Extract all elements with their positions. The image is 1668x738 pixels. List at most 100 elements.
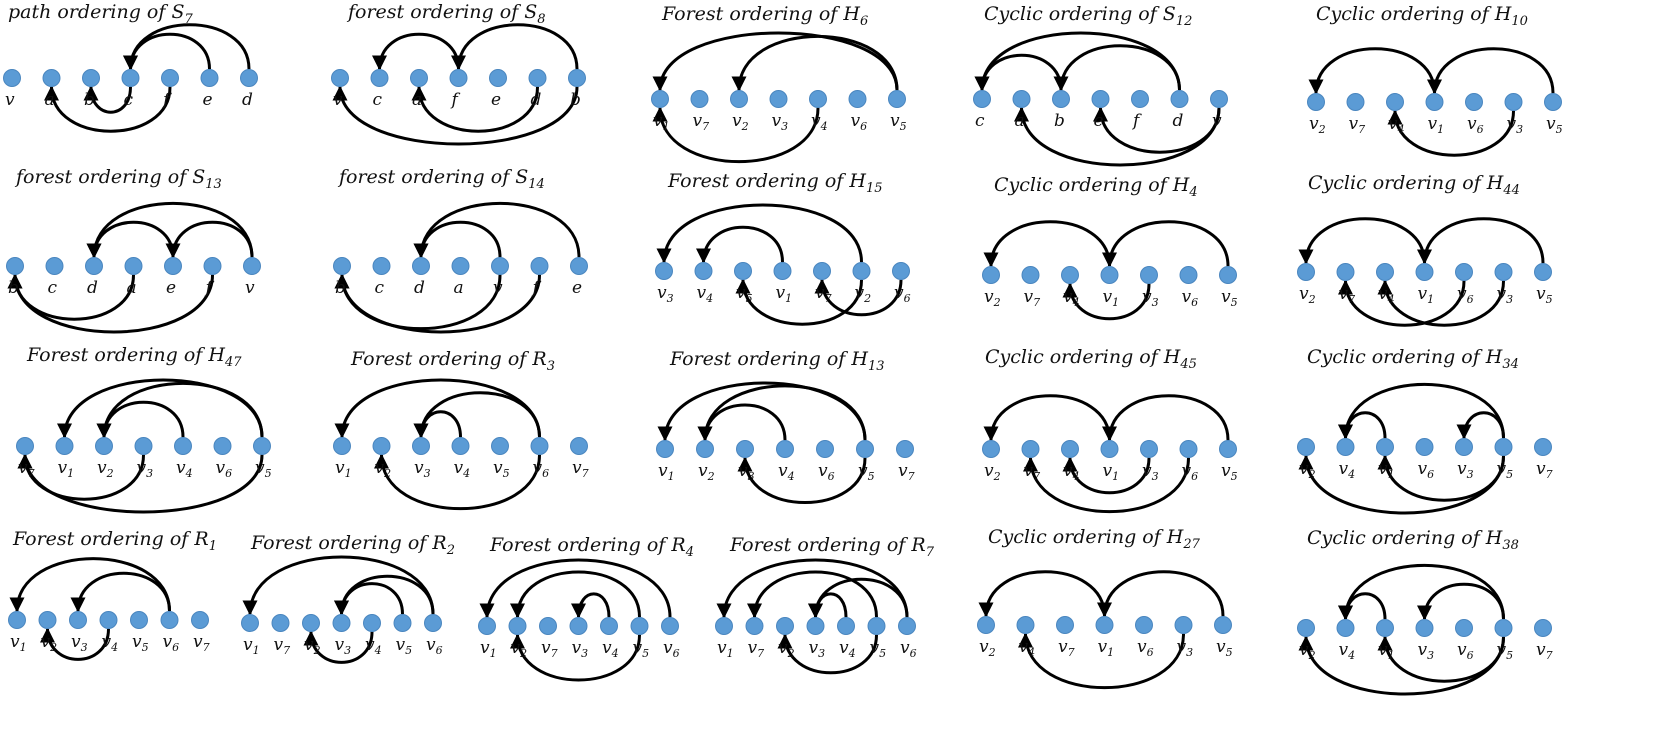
vertex-label: v3 bbox=[1457, 459, 1474, 481]
vertex-node bbox=[372, 257, 391, 275]
vertex-label: v7 bbox=[1024, 287, 1041, 309]
vertex-label: v1 bbox=[658, 461, 675, 483]
vertex-label: v1 bbox=[1378, 640, 1395, 662]
vertex-label: b bbox=[8, 278, 19, 298]
vertex-label: v7 bbox=[572, 458, 589, 480]
ordering-edge bbox=[1018, 632, 1185, 690]
ordering-edge bbox=[978, 570, 1106, 618]
ordering-edge bbox=[1387, 109, 1515, 157]
vertex-node bbox=[410, 69, 428, 87]
vertex-node bbox=[1012, 90, 1031, 108]
ordering-edge bbox=[814, 278, 903, 317]
vertex-label: v7 bbox=[1536, 459, 1553, 481]
vertex-node bbox=[200, 69, 219, 87]
panel-title: Forest ordering of R2 bbox=[250, 532, 455, 558]
vertex-label: v7 bbox=[193, 632, 210, 654]
vertex-node bbox=[1465, 93, 1483, 111]
panel-title: Forest ordering of R1 bbox=[12, 528, 217, 554]
vertex-node bbox=[570, 437, 588, 455]
vertex-label: v bbox=[333, 90, 343, 110]
vertex-node bbox=[424, 614, 442, 632]
vertex-node bbox=[1494, 263, 1513, 281]
vertex-node bbox=[837, 617, 855, 635]
vertex-label: v1 bbox=[335, 458, 352, 480]
vertex-node bbox=[848, 90, 867, 108]
vertex-node bbox=[776, 440, 794, 458]
vertex-node bbox=[1455, 438, 1473, 456]
panel-title: Forest ordering of H6 bbox=[661, 3, 868, 29]
vertex-label: v3 bbox=[572, 638, 589, 660]
ordering-edge bbox=[652, 106, 820, 164]
ordering-edge bbox=[974, 31, 1181, 92]
vertex-label: v3 bbox=[809, 638, 826, 660]
vertex-label: v5 bbox=[1221, 461, 1238, 483]
vertex-node bbox=[655, 262, 673, 280]
ordering-edge bbox=[413, 220, 502, 259]
ordering-edge bbox=[57, 378, 264, 439]
ordering-edge bbox=[1298, 635, 1505, 696]
vertex-label: v1 bbox=[717, 638, 734, 660]
vertex-label: v5 bbox=[858, 461, 875, 483]
ordering-edge bbox=[731, 34, 899, 92]
ordering-edge bbox=[7, 273, 214, 334]
vertex-node bbox=[1140, 440, 1158, 458]
vertex-label: v4 bbox=[602, 638, 619, 660]
vertex-label: v4 bbox=[454, 458, 471, 480]
ordering-edge bbox=[983, 394, 1111, 442]
vertex-node bbox=[333, 437, 351, 455]
vertex-node bbox=[1455, 619, 1473, 637]
panel-title: Forest ordering of R4 bbox=[489, 534, 694, 560]
vertex-label: v6 bbox=[900, 638, 917, 660]
ordering-edge bbox=[1014, 106, 1221, 167]
vertex-node bbox=[478, 617, 496, 635]
vertex-node bbox=[372, 437, 391, 455]
vertex-node bbox=[1376, 619, 1394, 637]
vertex-label: v4 bbox=[1339, 459, 1356, 481]
vertex-label: v4 bbox=[1339, 640, 1356, 662]
vertex-node bbox=[661, 617, 679, 635]
vertex-label: c bbox=[375, 278, 385, 298]
vertex-node bbox=[530, 437, 549, 455]
vertex-node bbox=[451, 257, 470, 275]
vertex-node bbox=[134, 437, 153, 455]
ordering-edge bbox=[44, 85, 172, 133]
ordering-edge bbox=[1377, 635, 1505, 683]
vertex-label: v2 bbox=[511, 638, 528, 660]
vertex-node bbox=[491, 257, 509, 275]
vertex-label: v2 bbox=[41, 632, 58, 654]
vertex-label: v5 bbox=[1536, 284, 1553, 306]
vertex-node bbox=[715, 617, 733, 635]
vertex-node bbox=[1494, 619, 1513, 637]
vertex-label: v bbox=[1212, 111, 1222, 131]
vertex-node bbox=[393, 614, 412, 632]
vertex-label: v5 bbox=[890, 111, 907, 133]
vertex-node bbox=[1425, 93, 1444, 111]
vertex-label: a bbox=[127, 278, 137, 298]
vertex-label: v6 bbox=[1457, 284, 1474, 306]
ordering-edge bbox=[165, 220, 254, 259]
vertex-label: v7 bbox=[693, 111, 710, 133]
ordering-edge bbox=[656, 203, 863, 264]
vertex-node bbox=[888, 90, 906, 108]
vertex-label: v7 bbox=[898, 461, 915, 483]
vertex-node bbox=[656, 440, 674, 458]
ordering-edge bbox=[1338, 563, 1505, 621]
vertex-label: v3 bbox=[1497, 284, 1514, 306]
ordering-edge bbox=[1427, 47, 1555, 95]
vertex-label: v2 bbox=[778, 638, 795, 660]
vertex-node bbox=[55, 437, 74, 455]
vertex-node bbox=[570, 257, 588, 275]
vertex-node bbox=[813, 262, 831, 280]
vertex-label: v7 bbox=[1536, 640, 1553, 662]
ordering-edge bbox=[737, 456, 867, 505]
vertex-node bbox=[1307, 93, 1325, 111]
vertex-node bbox=[736, 440, 754, 458]
vertex-node bbox=[191, 611, 209, 629]
ordering-edge bbox=[1308, 47, 1436, 95]
